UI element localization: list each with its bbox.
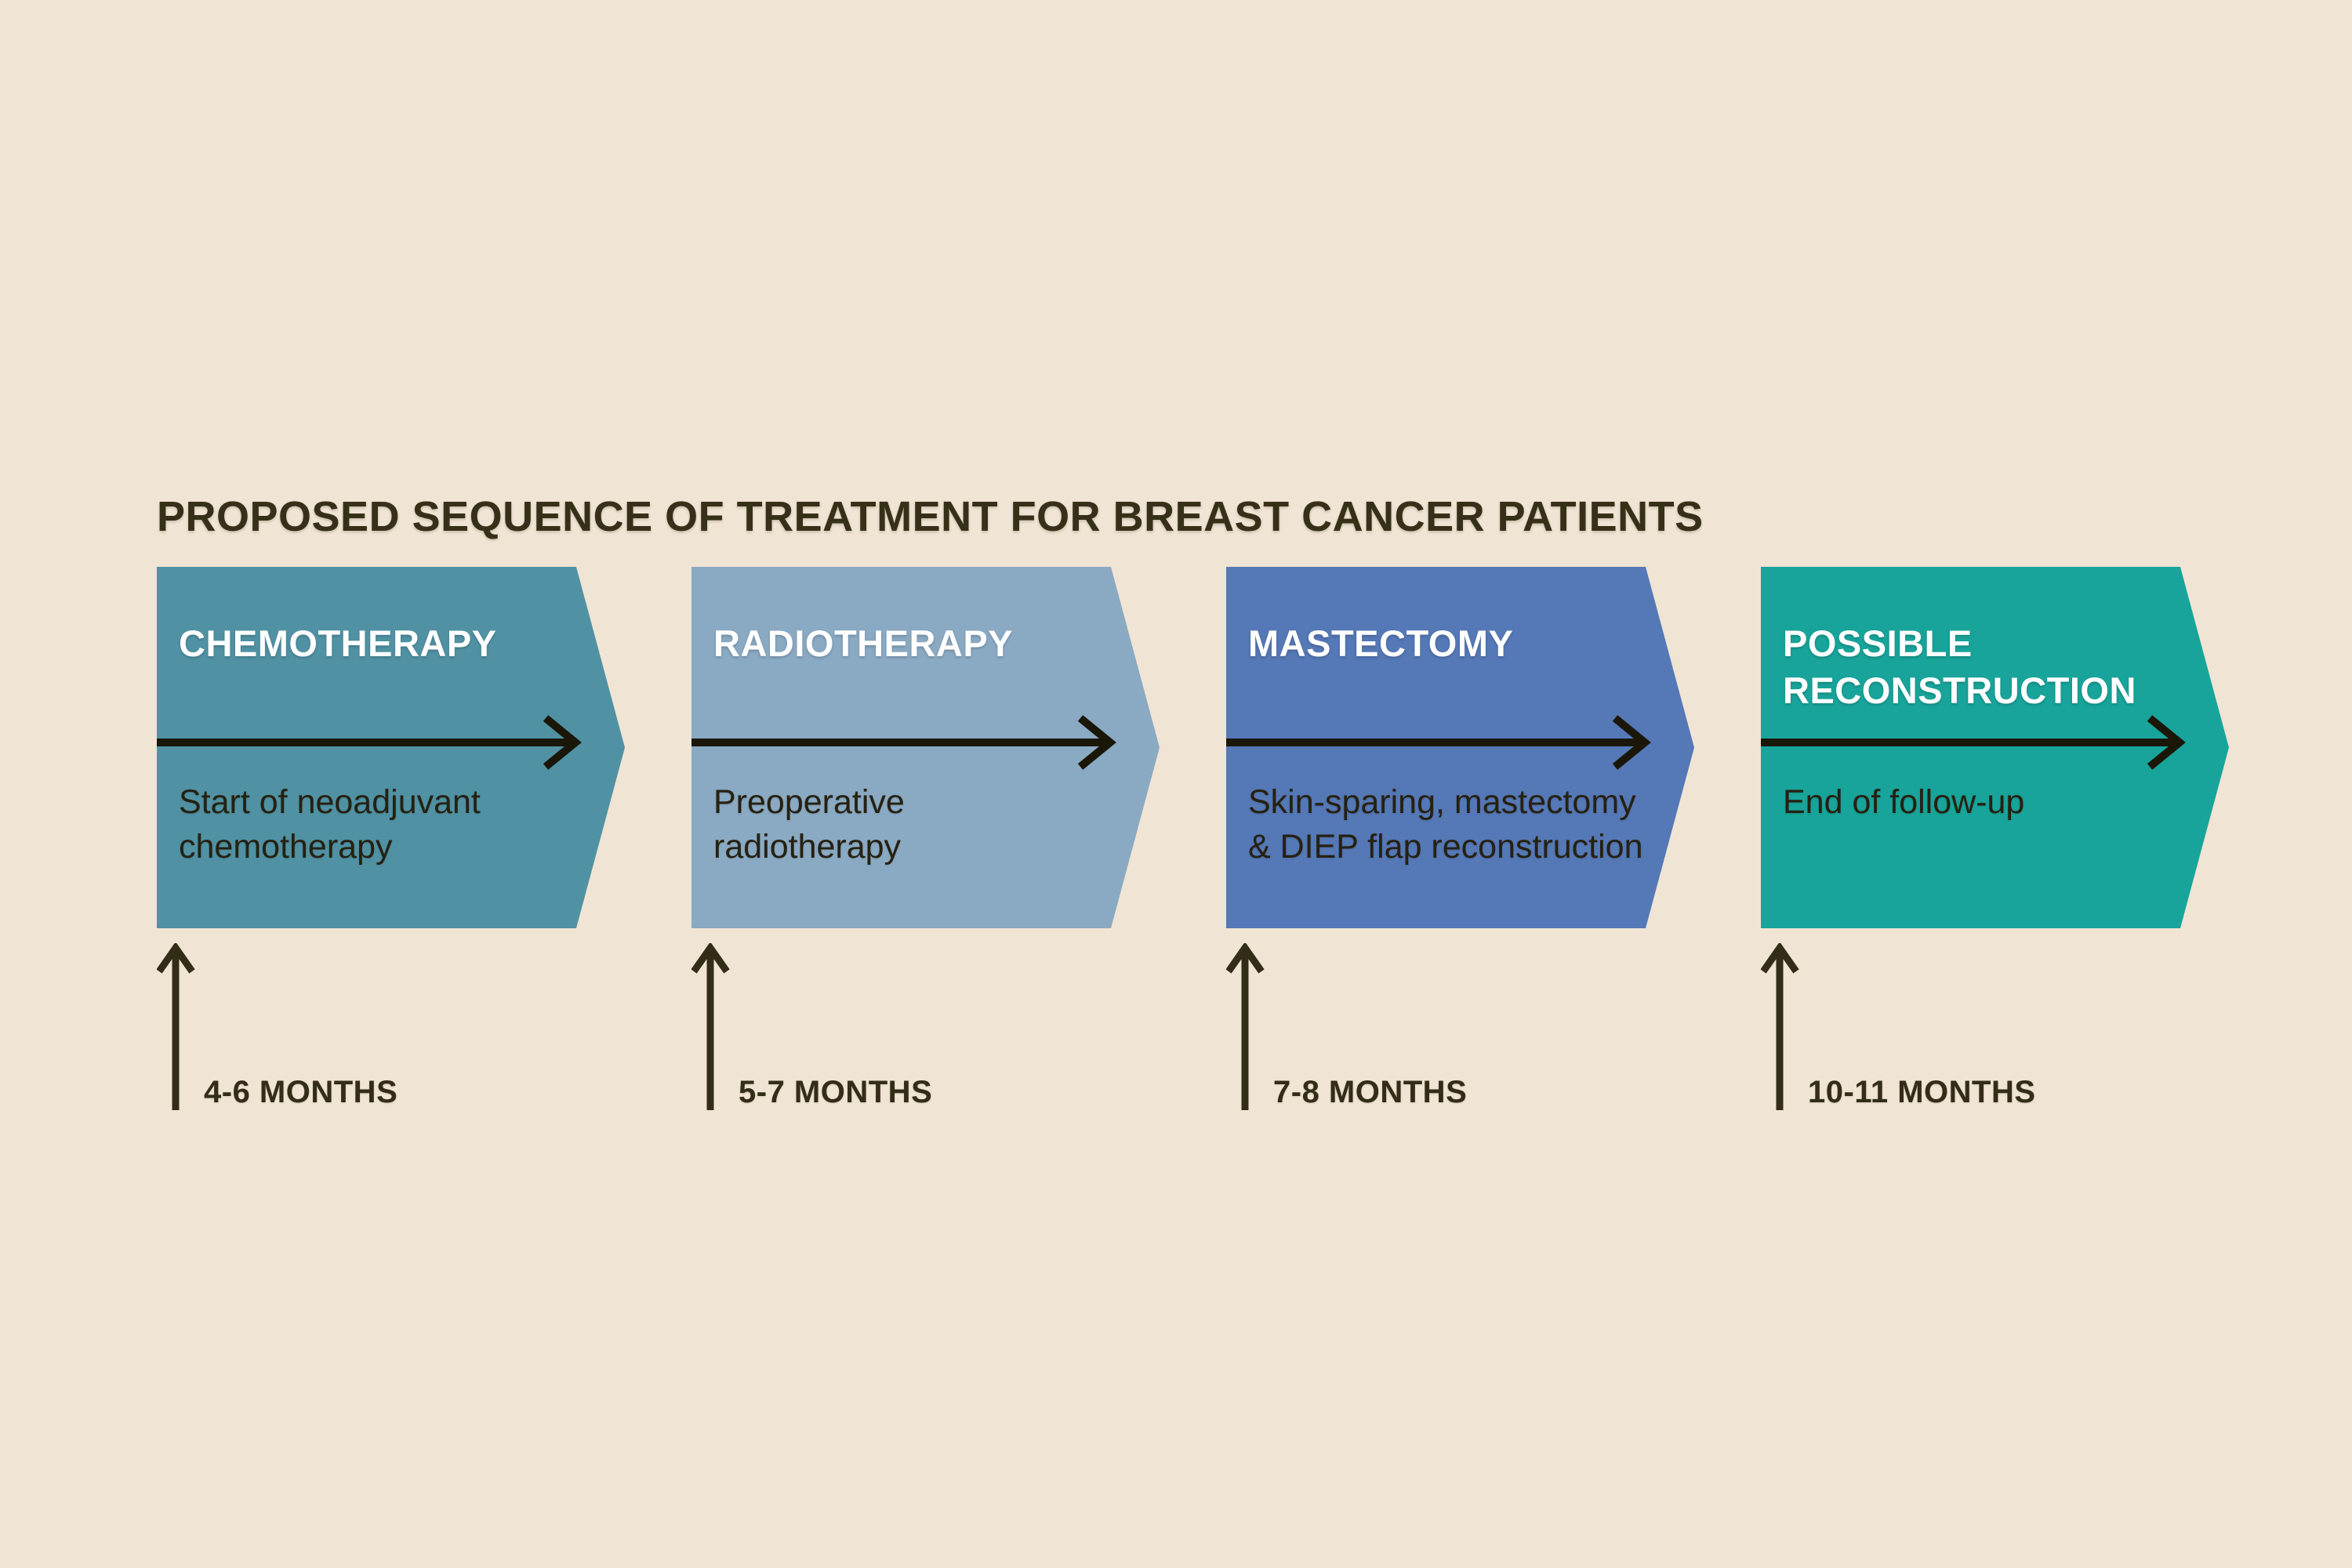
stage-mastectomy: MASTECTOMY Skin-sparing, mastectomy & DI… bbox=[1226, 567, 1694, 1147]
months-label: 7-8 MONTHS bbox=[1273, 1075, 1468, 1109]
stage-description: Start of neoadjuvant chemotherapy bbox=[179, 783, 481, 866]
page-title: PROPOSED SEQUENCE OF TREATMENT FOR BREAS… bbox=[157, 493, 1704, 540]
stage-description: End of follow-up bbox=[1783, 783, 2025, 821]
stage-radiotherapy: RADIOTHERAPY Preoperative radiotherapy 5… bbox=[691, 567, 1160, 1147]
timeline-arrow-icon bbox=[1226, 715, 1651, 770]
timeline-arrow-icon bbox=[1761, 715, 2186, 770]
stage-description: Skin-sparing, mastectomy & DIEP flap rec… bbox=[1248, 783, 1643, 866]
timeline-arrow-icon bbox=[157, 715, 582, 770]
months-label: 10-11 MONTHS bbox=[1808, 1075, 2036, 1109]
stage-chevron-shape: RADIOTHERAPY Preoperative radiotherapy bbox=[691, 567, 1160, 928]
stage-title: CHEMOTHERAPY bbox=[179, 622, 497, 664]
timeline-arrow-icon bbox=[691, 715, 1116, 770]
stage-chevron-shape: CHEMOTHERAPY Start of neoadjuvant chemot… bbox=[157, 567, 625, 928]
up-arrow-icon bbox=[1226, 943, 1265, 1110]
stage-title: MASTECTOMY bbox=[1248, 622, 1514, 664]
stage-title: POSSIBLE RECONSTRUCTION bbox=[1783, 622, 2136, 711]
up-arrow-icon bbox=[1761, 943, 1799, 1110]
months-label: 5-7 MONTHS bbox=[739, 1075, 933, 1109]
stage-chevron-shape: MASTECTOMY Skin-sparing, mastectomy & DI… bbox=[1226, 567, 1694, 928]
up-arrow-icon bbox=[691, 943, 730, 1110]
stage-possible-reconstruction: POSSIBLE RECONSTRUCTION End of follow-up… bbox=[1761, 567, 2229, 1147]
stage-title: RADIOTHERAPY bbox=[713, 622, 1014, 664]
stage-description: Preoperative radiotherapy bbox=[713, 783, 905, 866]
months-label: 4-6 MONTHS bbox=[204, 1075, 398, 1109]
up-arrow-icon bbox=[157, 943, 195, 1110]
stage-chevron-shape: POSSIBLE RECONSTRUCTION End of follow-up bbox=[1761, 567, 2229, 928]
stage-chemotherapy: CHEMOTHERAPY Start of neoadjuvant chemot… bbox=[157, 567, 625, 1147]
